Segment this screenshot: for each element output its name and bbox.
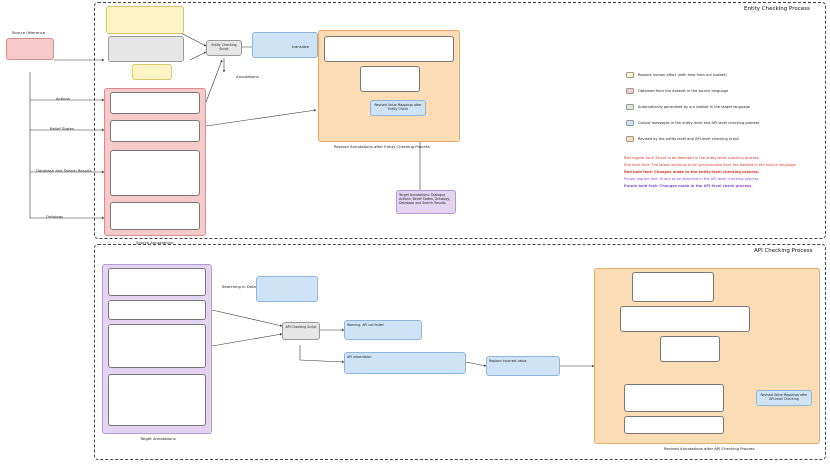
- revised-api-values-box: [660, 336, 720, 362]
- revised-api-caption: Revised Annotations after API Checking P…: [664, 446, 755, 451]
- revised-value-mappings-entity: Revised Value Mappings after Entity Chec…: [370, 100, 426, 116]
- revised-api-utterance-box: [632, 272, 714, 302]
- color-note-0: Red regular font: Errors to be detected …: [624, 156, 760, 160]
- translate-label: translate: [292, 44, 309, 49]
- api-checking-title: API Checking Process: [754, 248, 813, 254]
- legend-swatch-2: [626, 104, 634, 110]
- color-note-2: Red bold font: Changes made to the entit…: [624, 170, 760, 174]
- legend-text-4: Revised by the entity-level and API-leve…: [638, 137, 739, 141]
- legend-text-0: Require human effort (with help from our…: [638, 73, 727, 77]
- revised-value-mappings-api: Revised Value Mappings after API-level C…: [756, 390, 812, 406]
- legend-swatch-1: [626, 88, 634, 94]
- color-note-1: Red italic font: The latest revisions to…: [624, 163, 797, 167]
- belief-states-label: Belief States: [50, 126, 74, 131]
- value-mapping-table: [108, 36, 184, 62]
- replace-incorrect-box: Replace incorrect value: [486, 356, 560, 376]
- revised-entity-values-box: [360, 66, 420, 92]
- target-utterance-box: [106, 6, 184, 34]
- target-actions-box: [108, 268, 206, 296]
- target-annotations-caption: Target Annotations: [140, 436, 176, 441]
- source-ontology-box: [110, 202, 200, 230]
- entity-checking-script: Entity Checking Script: [206, 40, 242, 56]
- target-database-box: [108, 324, 206, 368]
- entity-warning-box: [252, 32, 318, 58]
- source-utterance-label: Source Utterance: [12, 30, 46, 35]
- revised-entity-mapping-table: [324, 36, 454, 62]
- api-error-box: API Information: [344, 352, 466, 374]
- target-ontology-box: [108, 374, 206, 426]
- legend-swatch-4: [626, 136, 634, 142]
- source-annotations-caption: Source Annotations: [136, 240, 174, 245]
- legend-swatch-3: [626, 120, 634, 126]
- source-database-box: [110, 150, 200, 196]
- revised-api-mapping-table: [620, 306, 750, 332]
- annotations-label: Annotations: [236, 74, 259, 79]
- api-warning-box: Warning: API call failed: [344, 320, 422, 340]
- revised-api-actions-box: [624, 384, 724, 412]
- color-note-4: Purple bold font: Changes made in the AP…: [624, 184, 753, 188]
- target-annotations-box: Target Annotations: Dialogue Actions, Be…: [396, 190, 456, 214]
- revised-entity-caption: Revised Annotations after Entity Checkin…: [334, 144, 430, 149]
- actions-label: Actions: [56, 96, 70, 101]
- color-note-3: Purple regular font: Errors to be detect…: [624, 177, 760, 181]
- api-checking-script: API Checking Script: [282, 322, 320, 340]
- source-actions-box: [110, 92, 200, 114]
- database-results-label: Database and Search Results: [36, 168, 92, 173]
- legend-text-2: Automatically generated by our toolset i…: [638, 105, 750, 109]
- database-search-box: [256, 276, 318, 302]
- ontology-label: Ontology: [46, 214, 64, 219]
- legend-swatch-0: [626, 72, 634, 78]
- target-value-box: [132, 64, 172, 80]
- entity-checking-region: [94, 2, 826, 239]
- api-checking-region: [94, 244, 826, 460]
- revised-api-belief-box: [624, 416, 724, 434]
- source-belief-states-box: [110, 120, 200, 142]
- legend-text-1: Obtained from the dataset in the source …: [638, 89, 729, 93]
- entity-checking-title: Entity Checking Process: [744, 6, 810, 12]
- target-belief-states-box: [108, 300, 206, 320]
- legend-text-3: Output messages in the entity-level and …: [638, 121, 760, 125]
- source-utterance-box: [6, 38, 54, 60]
- searching-in-database-label: Searching in Database: [222, 284, 265, 289]
